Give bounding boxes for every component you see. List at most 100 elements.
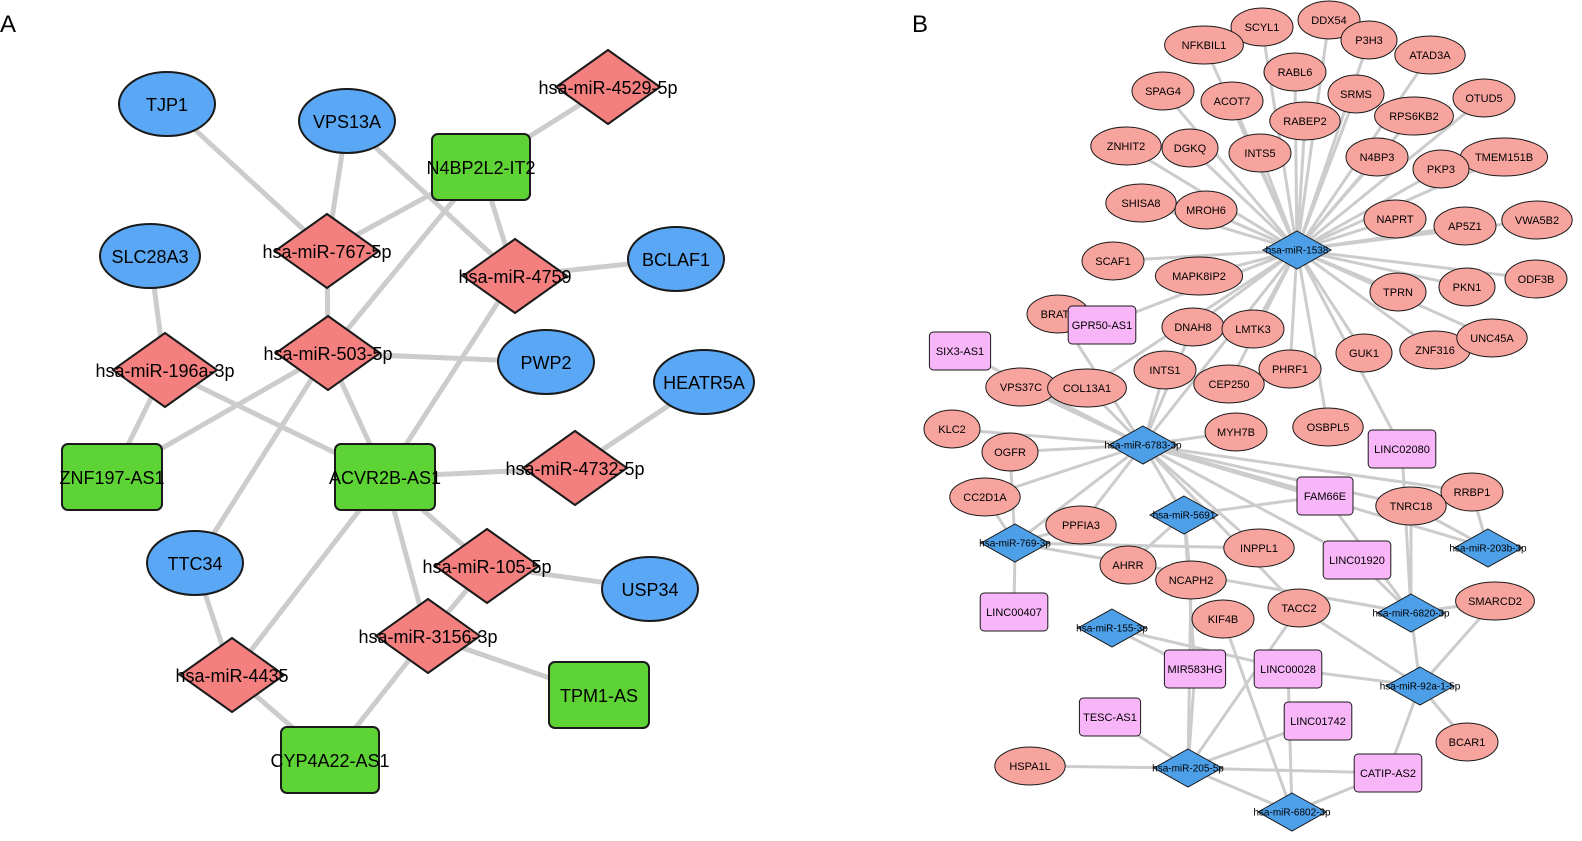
node-tmem151b[interactable]: TMEM151B: [1459, 137, 1549, 177]
node-ttc34[interactable]: TTC34: [146, 530, 244, 596]
node-phrf1[interactable]: PHRF1: [1258, 349, 1322, 389]
node-srms[interactable]: SRMS: [1327, 74, 1385, 114]
node-tprn[interactable]: TPRN: [1369, 272, 1427, 312]
node-atad3a[interactable]: ATAD3A: [1394, 35, 1466, 75]
node-mir583hg[interactable]: MIR583HG: [1163, 649, 1227, 689]
node-hsa-mir-4759[interactable]: hsa-miR-4759: [458, 237, 572, 315]
node-shisa8[interactable]: SHISA8: [1105, 183, 1177, 223]
node-ahrr[interactable]: AHRR: [1099, 545, 1157, 585]
node-catip-as2[interactable]: CATIP-AS2: [1353, 753, 1423, 793]
node-linc01742[interactable]: LINC01742: [1283, 701, 1353, 741]
node-rabl6[interactable]: RABL6: [1263, 52, 1327, 92]
node-znf197-as1[interactable]: ZNF197-AS1: [59, 443, 165, 511]
node-label: VPS13A: [313, 112, 381, 132]
node-hsa-mir-155-3p[interactable]: hsa-miR-155-3p: [1076, 608, 1148, 648]
node-hsa-mir-6783-3p[interactable]: hsa-miR-6783-3p: [1104, 425, 1182, 465]
node-otud5[interactable]: OTUD5: [1452, 78, 1516, 118]
node-ppfia3[interactable]: PPFIA3: [1045, 505, 1117, 545]
node-vps37c[interactable]: VPS37C: [985, 367, 1057, 407]
node-linc02080[interactable]: LINC02080: [1367, 429, 1437, 469]
node-ints1[interactable]: INTS1: [1133, 350, 1197, 390]
node-cyp4a22-as1[interactable]: CYP4A22-AS1: [270, 726, 390, 794]
node-hsa-mir-196a-3p[interactable]: hsa-miR-196a-3p: [95, 331, 235, 409]
node-hsa-mir-503-5p[interactable]: hsa-miR-503-5p: [263, 314, 393, 392]
node-acot7[interactable]: ACOT7: [1200, 81, 1264, 121]
node-hsa-mir-205-5p[interactable]: hsa-miR-205-5p: [1152, 748, 1224, 788]
node-tjp1[interactable]: TJP1: [118, 71, 216, 137]
node-scyl1[interactable]: SCYL1: [1230, 7, 1294, 47]
node-tacc2[interactable]: TACC2: [1267, 588, 1331, 628]
node-naprt[interactable]: NAPRT: [1363, 199, 1427, 239]
node-hspa1l[interactable]: HSPA1L: [994, 746, 1066, 786]
node-kif4b[interactable]: KIF4B: [1191, 599, 1255, 639]
node-p3h3[interactable]: P3H3: [1340, 20, 1398, 60]
node-vps13a[interactable]: VPS13A: [298, 88, 396, 154]
node-unc45a[interactable]: UNC45A: [1456, 318, 1528, 358]
node-heatr5a[interactable]: HEATR5A: [653, 349, 755, 415]
node-ncaph2[interactable]: NCAPH2: [1155, 560, 1227, 600]
node-hsa-mir-6802-3p[interactable]: hsa-miR-6802-3p: [1253, 792, 1331, 832]
node-scaf1[interactable]: SCAF1: [1081, 241, 1145, 281]
node-pwp2[interactable]: PWP2: [497, 329, 595, 395]
node-znhit2[interactable]: ZNHIT2: [1090, 126, 1162, 166]
node-spag4[interactable]: SPAG4: [1131, 71, 1195, 111]
node-smarcd2[interactable]: SMARCD2: [1455, 581, 1535, 621]
node-hsa-mir-4435[interactable]: hsa-miR-4435: [175, 636, 289, 714]
node-ap5z1[interactable]: AP5Z1: [1433, 206, 1497, 246]
node-lmtk3[interactable]: LMTK3: [1221, 309, 1285, 349]
node-hsa-mir-769-3p[interactable]: hsa-miR-769-3p: [979, 523, 1051, 563]
node-tpm1-as[interactable]: TPM1-AS: [548, 661, 650, 729]
node-slc28a3[interactable]: SLC28A3: [99, 223, 201, 289]
node-hsa-mir-6820-3p[interactable]: hsa-miR-6820-3p: [1372, 593, 1450, 633]
node-osbpl5[interactable]: OSBPL5: [1292, 407, 1364, 447]
node-guk1[interactable]: GUK1: [1335, 333, 1393, 373]
node-rabep2[interactable]: RABEP2: [1269, 101, 1341, 141]
node-klc2[interactable]: KLC2: [923, 409, 981, 449]
node-inppl1[interactable]: INPPL1: [1223, 528, 1295, 568]
node-hsa-mir-4529-5p[interactable]: hsa-miR-4529-5p: [538, 48, 678, 126]
node-linc01920[interactable]: LINC01920: [1322, 540, 1392, 580]
node-acvr2b-as1[interactable]: ACVR2B-AS1: [329, 443, 441, 511]
node-bclaf1[interactable]: BCLAF1: [627, 226, 725, 292]
node-n4bp2l2-it2[interactable]: N4BP2L2-IT2: [426, 133, 536, 201]
lncrna-shape: [1283, 701, 1353, 741]
node-pkp3[interactable]: PKP3: [1412, 149, 1470, 189]
node-hsa-mir-5691[interactable]: hsa-miR-5691: [1148, 495, 1220, 535]
node-ogfr[interactable]: OGFR: [981, 432, 1039, 472]
node-gpr50-as1[interactable]: GPR50-AS1: [1067, 305, 1137, 345]
node-linc00407[interactable]: LINC00407: [979, 592, 1049, 632]
node-hsa-mir-4732-5p[interactable]: hsa-miR-4732-5p: [505, 429, 645, 507]
node-hsa-mir-1538[interactable]: hsa-miR-1538: [1261, 230, 1333, 270]
node-col13a1[interactable]: COL13A1: [1047, 368, 1127, 408]
node-fam66e[interactable]: FAM66E: [1296, 476, 1354, 516]
node-usp34[interactable]: USP34: [601, 556, 699, 622]
node-nfkbil1[interactable]: NFKBIL1: [1164, 25, 1244, 65]
node-hsa-mir-3156-3p[interactable]: hsa-miR-3156-3p: [358, 597, 498, 675]
node-hsa-mir-767-5p[interactable]: hsa-miR-767-5p: [262, 212, 392, 290]
node-myh7b[interactable]: MYH7B: [1204, 412, 1268, 452]
node-hsa-mir-92a-1-5p[interactable]: hsa-miR-92a-1-5p: [1380, 666, 1461, 706]
node-tesc-as1[interactable]: TESC-AS1: [1078, 697, 1142, 737]
node-dnah8[interactable]: DNAH8: [1161, 307, 1225, 347]
node-ints5[interactable]: INTS5: [1228, 133, 1292, 173]
node-six3-as1[interactable]: SIX3-AS1: [928, 331, 992, 371]
node-tnrc18[interactable]: TNRC18: [1375, 486, 1447, 526]
node-mapk8ip2[interactable]: MAPK8IP2: [1154, 256, 1244, 296]
node-pkn1[interactable]: PKN1: [1438, 267, 1496, 307]
node-hsa-mir-105-5p[interactable]: hsa-miR-105-5p: [422, 527, 552, 605]
node-hsa-mir-203b-3p[interactable]: hsa-miR-203b-3p: [1449, 528, 1527, 568]
node-znf316[interactable]: ZNF316: [1399, 330, 1471, 370]
node-linc00028[interactable]: LINC00028: [1253, 649, 1323, 689]
node-cc2d1a[interactable]: CC2D1A: [949, 477, 1021, 517]
node-cep250[interactable]: CEP250: [1193, 364, 1265, 404]
node-rrbp1[interactable]: RRBP1: [1440, 472, 1504, 512]
node-dgkq[interactable]: DGKQ: [1161, 128, 1219, 168]
node-bcar1[interactable]: BCAR1: [1435, 722, 1499, 762]
node-mroh6[interactable]: MROH6: [1174, 190, 1238, 230]
node-rps6kb2[interactable]: RPS6KB2: [1374, 96, 1454, 136]
node-ddx54[interactable]: DDX54: [1297, 0, 1361, 40]
lncrna-shape: [61, 443, 163, 511]
node-odf3b[interactable]: ODF3B: [1504, 259, 1568, 299]
node-vwa5b2[interactable]: VWA5B2: [1501, 200, 1573, 240]
node-n4bp3[interactable]: N4BP3: [1345, 137, 1409, 177]
